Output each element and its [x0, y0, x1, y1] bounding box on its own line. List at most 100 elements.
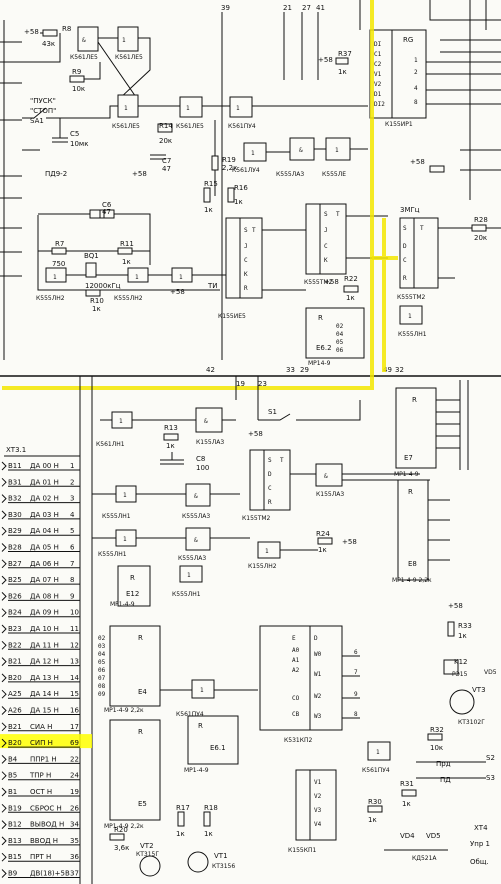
r9-resistor [69, 75, 85, 83]
svg-text:J: J [324, 227, 328, 234]
transistor-vt3 [449, 689, 475, 715]
svg-text:R: R [318, 314, 323, 322]
mux-d25 [259, 625, 343, 731]
flipflop-d21 [249, 449, 291, 511]
svg-text:07: 07 [98, 675, 106, 682]
r15-resistor [203, 187, 211, 203]
xt31-title: ХТ3.1 [6, 446, 26, 454]
pin-arrow [1, 787, 7, 797]
bq1-label: BQ1 [84, 252, 99, 260]
pin-number: 14 [70, 674, 79, 682]
r14-label: R14 [159, 122, 173, 130]
pin-arrow [1, 755, 7, 764]
r22-resistor [343, 285, 359, 293]
relay-k12 [443, 659, 459, 675]
pin-id: В19 [8, 804, 22, 812]
pin-number: 12 [70, 641, 79, 649]
r28-value: 20к [474, 234, 487, 242]
pin-arrow [1, 771, 7, 781]
e61-type: МР1-4-9 [184, 767, 209, 774]
pin-number: 10 [70, 609, 79, 617]
svg-text:06: 06 [98, 667, 106, 674]
svg-text:V4: V4 [314, 821, 322, 828]
c5-label: C5 [70, 130, 79, 138]
svg-text:1: 1 [53, 274, 57, 281]
e4-label: E4 [138, 688, 147, 696]
pin-id: В32 [8, 495, 22, 503]
svg-text:05: 05 [98, 659, 106, 666]
ti-label: ТИ [207, 282, 218, 290]
e8-type: МР1-4-9 2,2к [392, 577, 432, 584]
svg-text:04: 04 [98, 651, 106, 658]
r11-label: R11 [120, 240, 134, 248]
r20-value: 3,6к [114, 844, 129, 852]
s1-label: S1 [268, 408, 277, 416]
wire-33: 33 [286, 366, 295, 374]
svg-text:08: 08 [98, 683, 106, 690]
gate-d16 [399, 305, 423, 325]
r17-label: R17 [176, 804, 190, 812]
svg-text:T: T [252, 227, 256, 234]
pin-number: 37 [70, 870, 79, 878]
svg-text:DI2: DI2 [374, 101, 385, 108]
svg-text:DI: DI [374, 41, 382, 48]
vt1-value: КТ3156 [212, 863, 235, 870]
pin-number: 8 [70, 576, 74, 584]
svg-text:J: J [244, 243, 248, 250]
svg-text:1: 1 [200, 687, 204, 694]
pin-signal: ДА 06 Н [30, 560, 59, 568]
pin-id: В27 [8, 560, 22, 568]
e12-label: E12 [126, 590, 139, 598]
svg-text:1: 1 [376, 749, 380, 756]
quartz-bq1 [85, 262, 97, 278]
pin-arrow [1, 477, 7, 487]
pin-id: В9 [8, 870, 17, 878]
r20-label: R20 [114, 826, 128, 834]
svg-text:E: E [292, 635, 296, 642]
svg-text:R: R [412, 396, 417, 404]
pin-number: 3 [70, 495, 74, 503]
pin-arrow [1, 673, 7, 683]
pin-number: 34 [70, 821, 79, 829]
pin-arrow [1, 608, 7, 618]
sa1-label: SA1 [30, 117, 44, 125]
c8-label: C8 [196, 455, 205, 463]
d12-type: К555ТМ2 [304, 279, 333, 286]
r16-value: 1к [234, 198, 243, 206]
pin-signal: ТПР Н [29, 772, 51, 780]
pin-arrow [1, 803, 7, 813]
svg-text:V1: V1 [374, 71, 382, 78]
c5-value: 10мк [70, 140, 88, 148]
d27-type: К561ПУ4 [362, 767, 390, 774]
svg-text:02: 02 [98, 635, 106, 642]
svg-text:03: 03 [98, 643, 106, 650]
r9-value: 10к [72, 85, 85, 93]
svg-text:R: R [244, 285, 248, 292]
svg-text:7: 7 [354, 669, 358, 676]
pin-signal: ДА 10 Н [30, 625, 59, 633]
pin-id: А25 [8, 690, 22, 698]
pin-number: 5 [70, 527, 74, 535]
d11-type: К155ИЕ5 [218, 313, 246, 320]
pin-arrow [1, 738, 7, 748]
wire-32: 32 [395, 366, 404, 374]
pin-signal: ДА 03 Н [30, 511, 59, 519]
r8-label: R8 [62, 25, 71, 33]
gate-d22 [185, 527, 211, 551]
rg-label: RG [403, 36, 413, 44]
pin-id: В20 [8, 674, 22, 682]
d23-type: К155ЛН2 [248, 563, 277, 570]
r19-resistor [211, 155, 219, 171]
c7-label: C7 [162, 157, 171, 165]
pin-number: 69 [70, 739, 79, 747]
e62-type: МР14-9 [308, 360, 331, 367]
pin-id: В12 [8, 821, 22, 829]
r14-value: 20к [159, 137, 172, 145]
gate-d1 [77, 26, 99, 52]
svg-text:1: 1 [122, 37, 126, 44]
d14-type: К555ТМ2 [397, 294, 426, 301]
